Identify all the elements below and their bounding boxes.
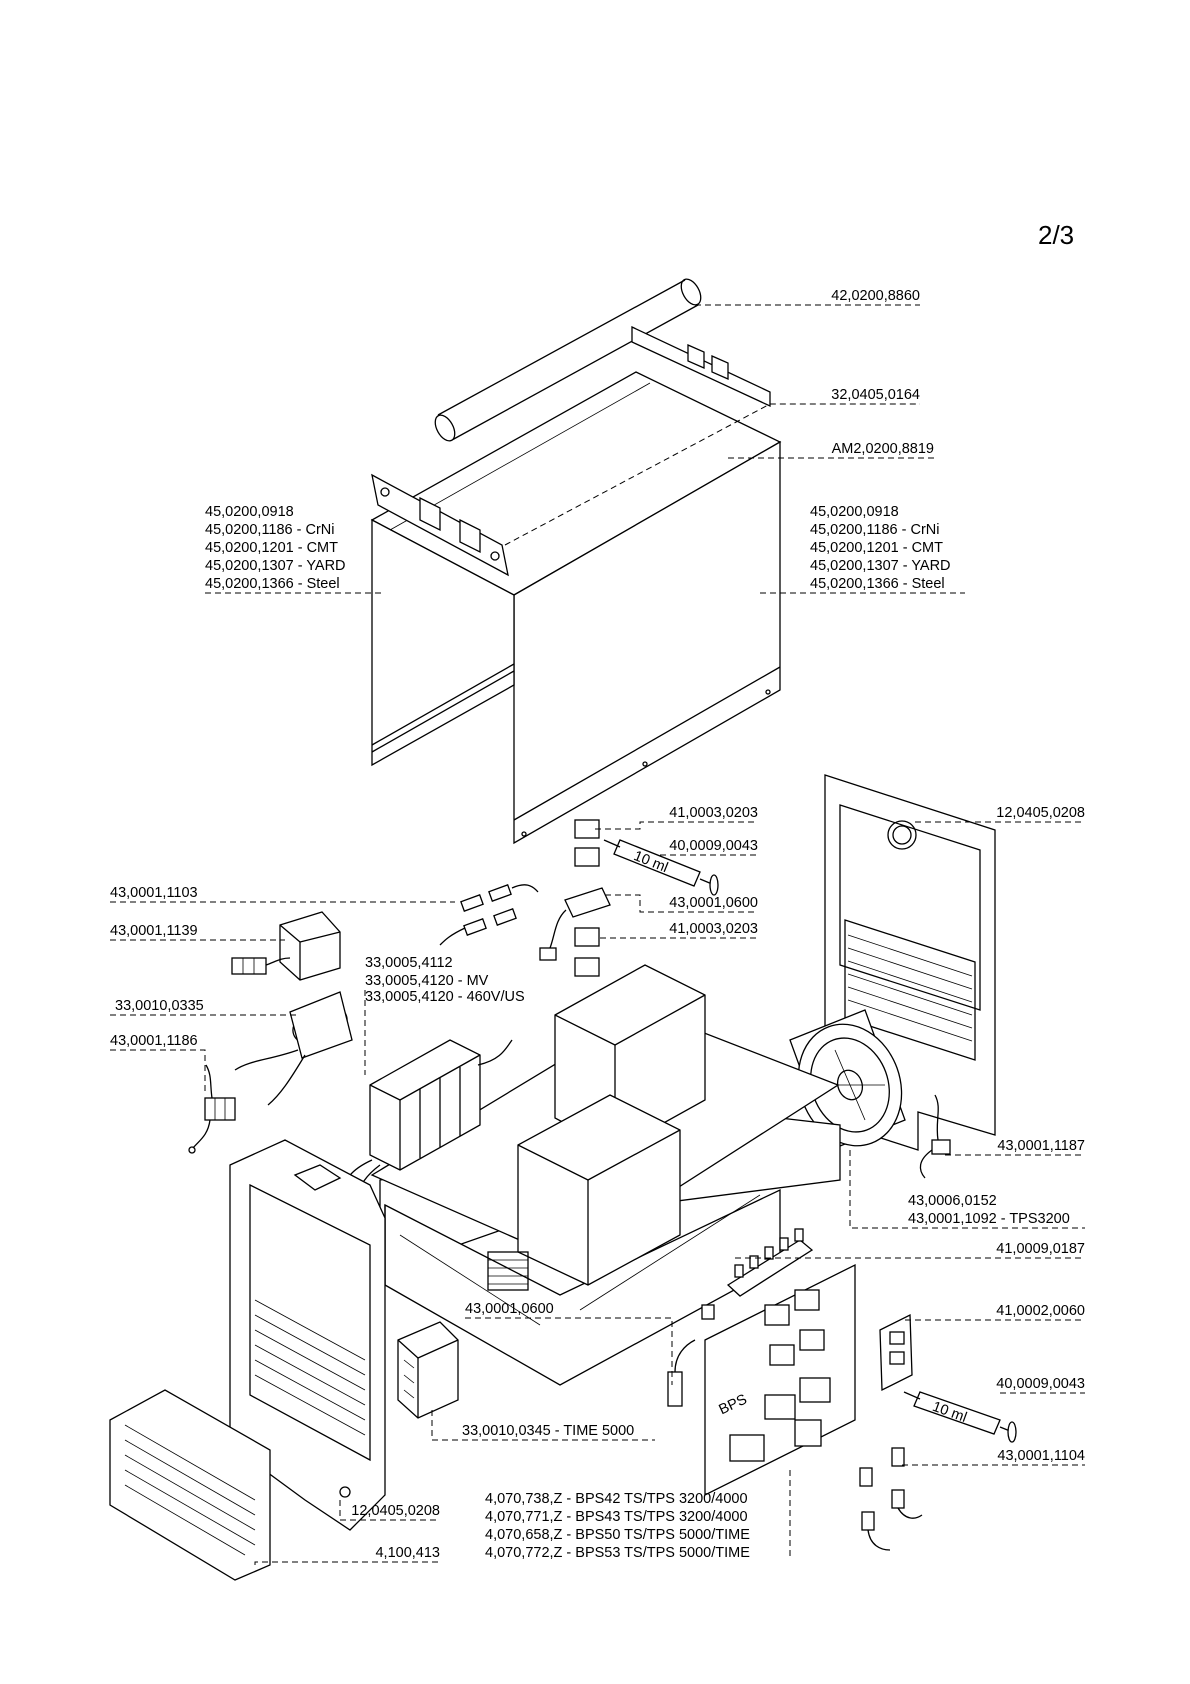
tube-part	[434, 278, 702, 442]
callout-side-right-2: 45,0200,1186 - CrNi	[810, 522, 940, 538]
syringe-lower: 10 ml	[903, 1391, 1017, 1443]
callout-sensor-b: 43,0001,0600	[465, 1301, 554, 1317]
callout-side-right-4: 45,0200,1307 - YARD	[810, 558, 951, 574]
coil-part	[234, 991, 353, 1106]
callout-rear-frame: 12,0405,0208	[996, 805, 1085, 821]
syringe-lower-label: 10 ml	[930, 1399, 969, 1426]
callout-handle: 32,0405,0164	[831, 387, 920, 403]
callout-pcb-1: 4,070,738,Z - BPS42 TS/TPS 3200/4000	[485, 1491, 748, 1507]
pcb-board: BPS	[704, 1263, 856, 1497]
leader-lines	[110, 304, 1085, 1565]
callout-clip-b: 41,0003,0203	[669, 921, 758, 937]
housing-cover	[370, 371, 782, 845]
callout-transformer-2: 33,0005,4120 - MV	[365, 973, 489, 989]
callout-transformer-3: 33,0005,4120 - 460V/US	[365, 989, 525, 1005]
callout-bracket-0060: 41,0002,0060	[996, 1303, 1085, 1319]
callout-coil-0335: 33,0010,0335	[115, 998, 204, 1014]
handle-bracket-right	[631, 325, 771, 408]
callout-paste-a: 40,0009,0043	[669, 838, 758, 854]
callout-side-left-1: 45,0200,0918	[205, 504, 294, 520]
callout-sensor-a: 43,0001,0600	[669, 895, 758, 911]
callout-fan-2: 43,0001,1092 - TPS3200	[908, 1211, 1070, 1227]
tunnel-housing	[487, 964, 706, 1291]
choke-part	[231, 911, 341, 981]
handle-bracket-left	[371, 473, 509, 577]
terminal-strip	[726, 1228, 814, 1297]
callout-cover-top: AM2,0200,8819	[832, 441, 934, 457]
callout-terminal-0187: 41,0009,0187	[996, 1241, 1085, 1257]
main-transformer	[339, 1039, 513, 1201]
callout-clip-a: 41,0003,0203	[669, 805, 758, 821]
fan-connector	[919, 1094, 951, 1179]
callout-front-frame: 12,0405,0208	[351, 1503, 440, 1519]
callout-pcb-3: 4,070,658,Z - BPS50 TS/TPS 5000/TIME	[485, 1527, 750, 1543]
cable-lower	[859, 1447, 923, 1551]
callout-side-right-5: 45,0200,1366 - Steel	[810, 576, 945, 592]
callout-tube: 42,0200,8860	[831, 288, 920, 304]
callout-side-right-3: 45,0200,1201 - CMT	[810, 540, 943, 556]
callout-side-left-3: 45,0200,1201 - CMT	[205, 540, 338, 556]
callout-side-left-4: 45,0200,1307 - YARD	[205, 558, 346, 574]
cable-part	[439, 884, 539, 946]
sensor-lower	[667, 1304, 715, 1407]
callout-connector-1187: 43,0001,1187	[997, 1138, 1085, 1154]
callout-pcb-2: 4,070,771,Z - BPS43 TS/TPS 3200/4000	[485, 1509, 748, 1525]
secondary-transformer	[397, 1321, 459, 1419]
module-part	[188, 1064, 236, 1154]
grille-part	[109, 1389, 271, 1581]
callout-side-right-1: 45,0200,0918	[810, 504, 899, 520]
callout-side-left-5: 45,0200,1366 - Steel	[205, 576, 340, 592]
callout-fan-1: 43,0006,0152	[908, 1193, 997, 1209]
page-number: 2/3	[1038, 220, 1075, 250]
callout-cable-1104: 43,0001,1104	[997, 1448, 1085, 1464]
callout-choke-1139: 43,0001,1139	[110, 923, 198, 939]
callout-cable-1103: 43,0001,1103	[110, 885, 198, 901]
callout-side-left-2: 45,0200,1186 - CrNi	[205, 522, 335, 538]
fan-part	[789, 1009, 906, 1151]
bracket-part	[879, 1313, 913, 1392]
callout-module-1186: 43,0001,1186	[110, 1033, 198, 1049]
callout-pcb-4: 4,070,772,Z - BPS53 TS/TPS 5000/TIME	[485, 1545, 750, 1561]
callout-paste-b: 40,0009,0043	[996, 1376, 1085, 1392]
callout-transformer-0345: 33,0010,0345 - TIME 5000	[462, 1423, 634, 1439]
callout-transformer-1: 33,0005,4112	[365, 955, 453, 971]
front-frame	[229, 1139, 386, 1531]
callout-grille: 4,100,413	[375, 1545, 440, 1561]
clip-upper	[539, 819, 611, 977]
